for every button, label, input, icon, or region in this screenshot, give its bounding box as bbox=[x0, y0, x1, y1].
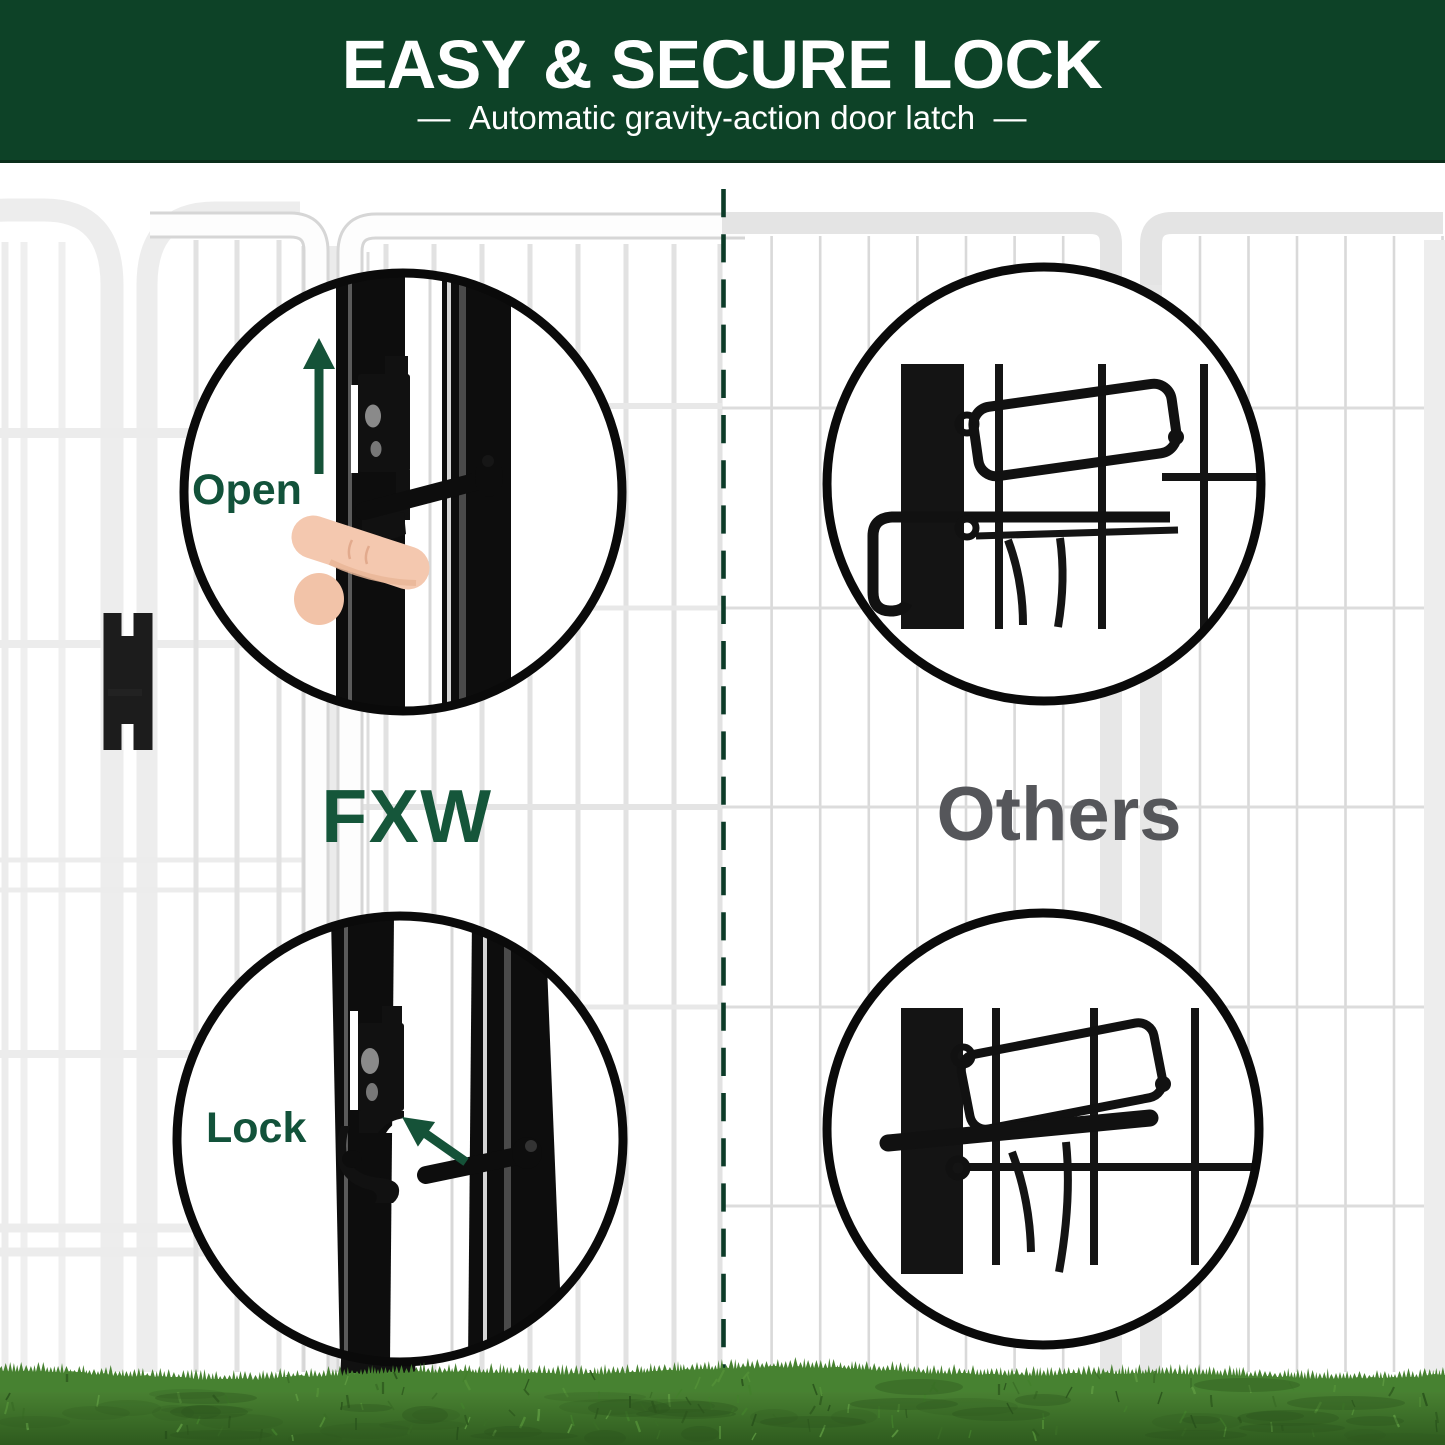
svg-text:EASY & SECURE LOCK: EASY & SECURE LOCK bbox=[342, 26, 1103, 103]
svg-text:Others: Others bbox=[937, 772, 1182, 857]
svg-text:Lock: Lock bbox=[206, 1104, 306, 1152]
svg-text:FXW: FXW bbox=[321, 774, 492, 858]
svg-text:Open: Open bbox=[192, 466, 302, 514]
svg-text:— Automatic gravity-action do: — Automatic gravity-action door latch — bbox=[418, 99, 1027, 136]
